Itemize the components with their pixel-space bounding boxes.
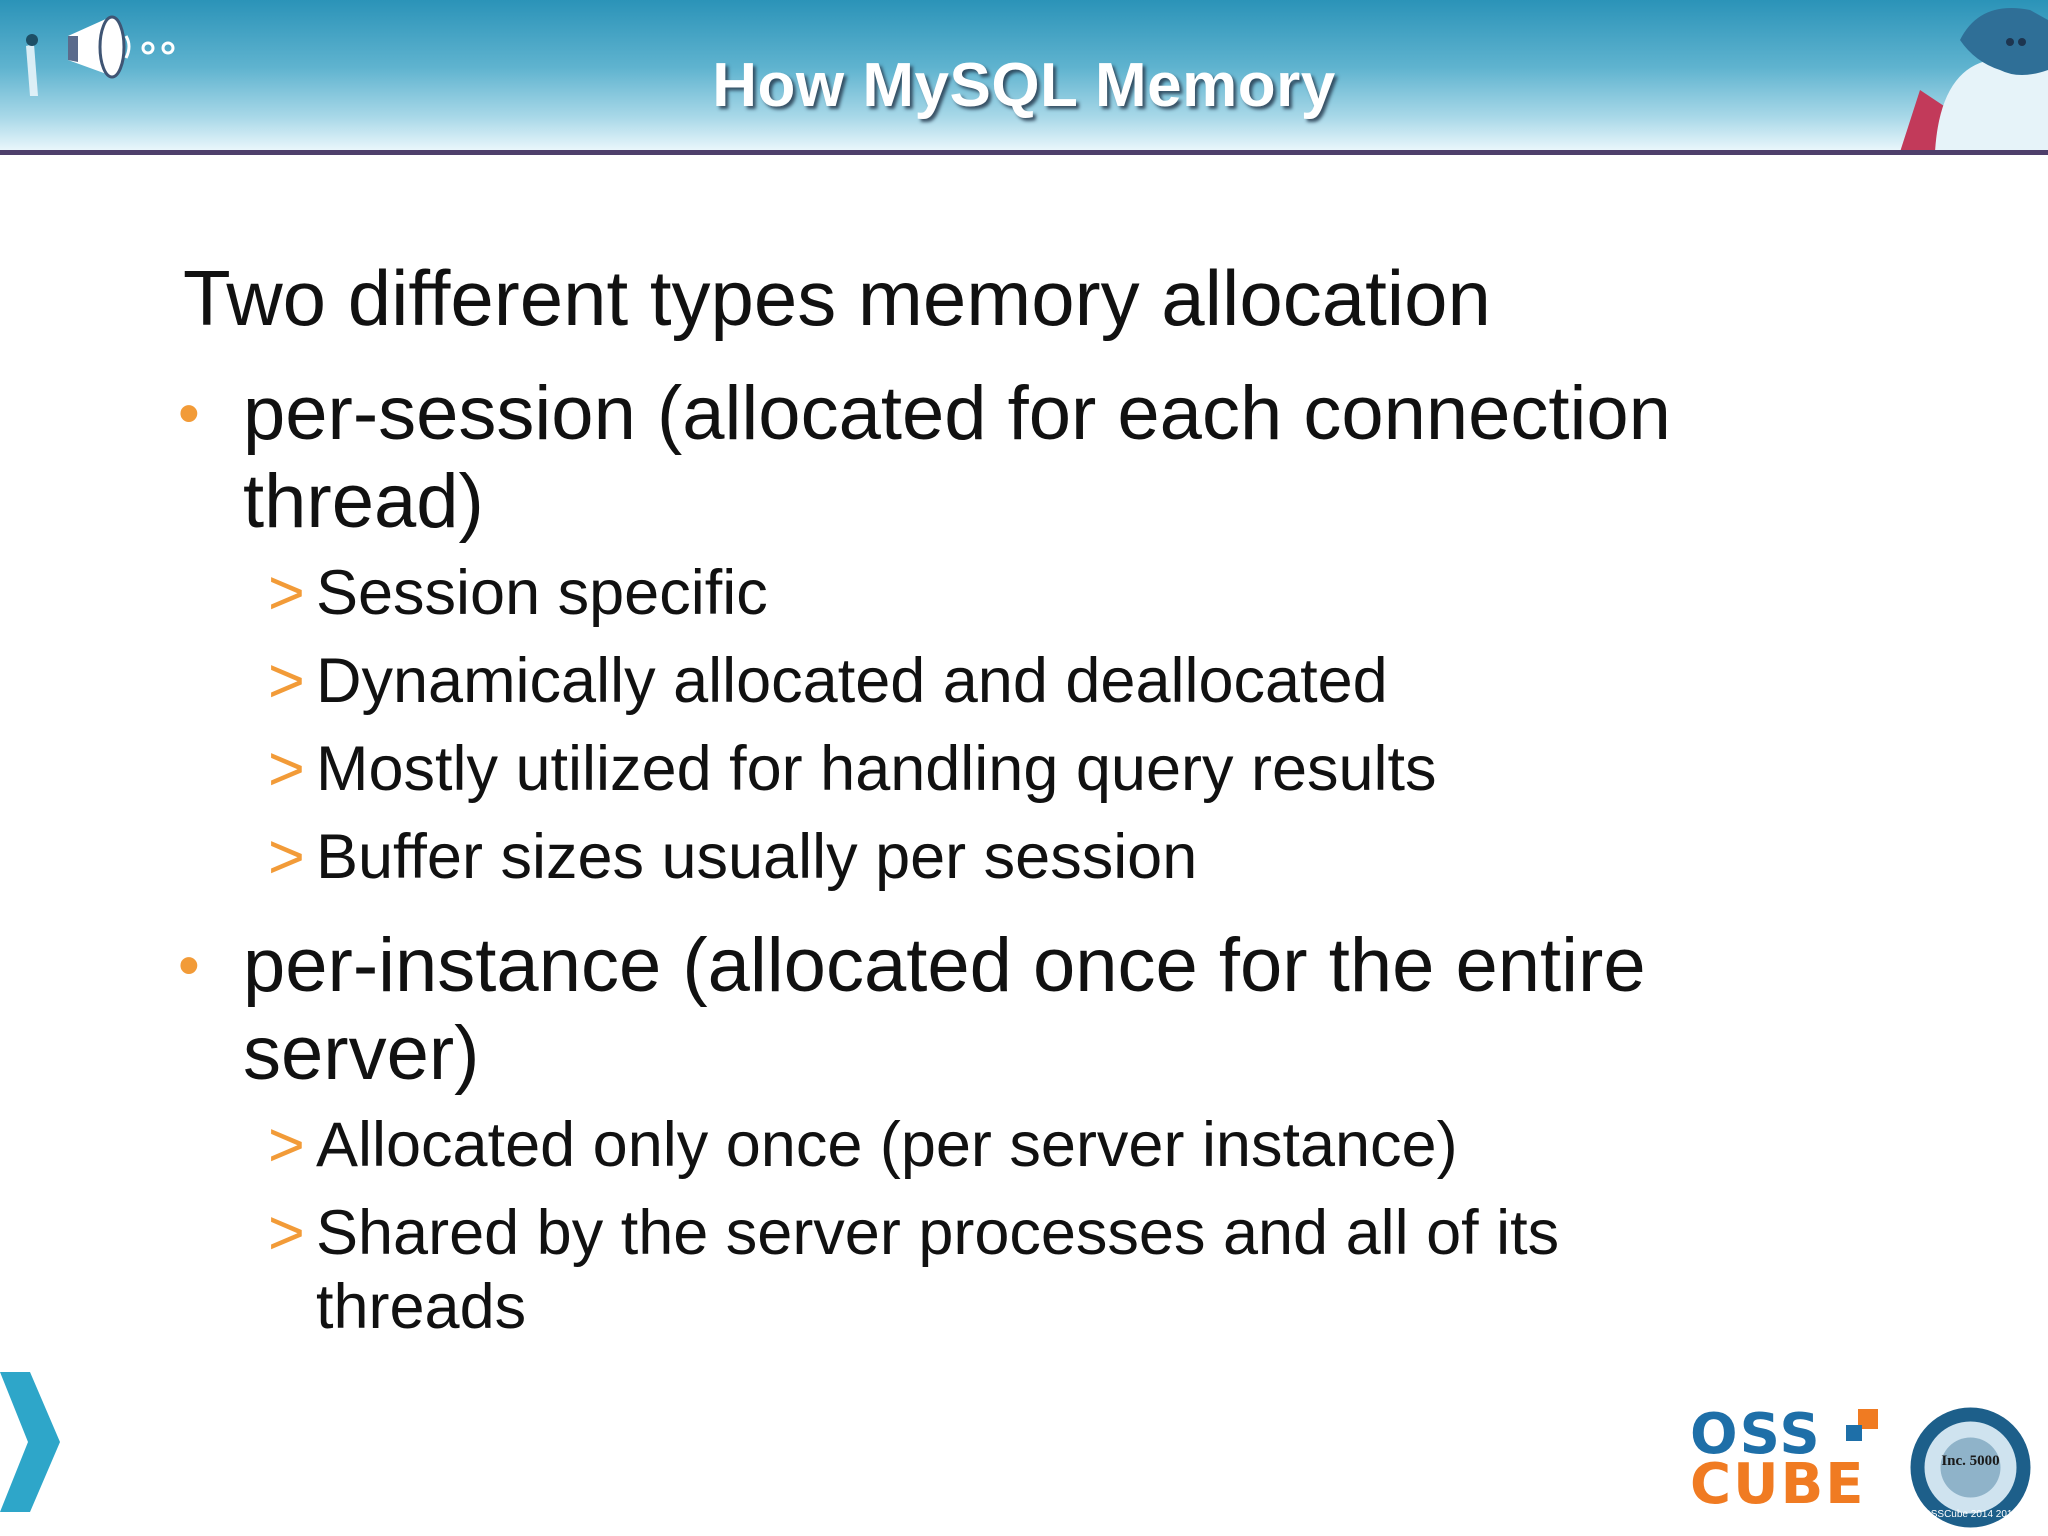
sub-item: > Shared by the server processes and all… [268,1196,1766,1344]
chevron-right-icon [0,1372,60,1512]
sub-item-text: Session specific [316,558,768,628]
sub-arrow: > [268,734,305,804]
person-silhouette-icon [1900,8,2048,150]
sub-item-text: Buffer sizes usually per session [316,822,1198,892]
bullet-dot: • [178,931,200,1000]
award-seal: Inc. 5000 OSSCube 2014 2015 [1908,1405,2033,1530]
sub-item-text: Mostly utilized for handling query resul… [316,734,1437,804]
bullet-per-instance: • per-instance (allocated once for the e… [178,922,1843,1098]
bullet-per-session: • per-session (allocated for each connec… [178,370,1843,546]
sub-item-text: Dynamically allocated and deallocated [316,646,1388,716]
header-divider [0,150,2048,155]
sub-item: > Session specific [268,556,1766,630]
osscube-logo: OSS CUBE [1690,1405,1900,1515]
sub-item: > Dynamically allocated and deallocated [268,644,1766,718]
sub-item: > Allocated only once (per server instan… [268,1108,1766,1182]
sub-item: > Mostly utilized for handling query res… [268,732,1766,806]
sub-arrow: > [268,1110,305,1180]
sub-item-text: Shared by the server processes and all o… [316,1198,1560,1342]
bullet-text: per-instance (allocated once for the ent… [243,923,1646,1096]
sub-item: > Buffer sizes usually per session [268,820,1766,894]
bullet-text: per-session (allocated for each connecti… [243,371,1671,544]
bullet-dot: • [178,379,200,448]
slide-title: How MySQL Memory [712,51,1336,120]
sub-arrow: > [268,822,305,892]
sub-arrow: > [268,558,305,628]
seal-icon [1910,1407,2031,1528]
header-bar: How MySQL Memory [0,0,2048,150]
sub-item-text: Allocated only once (per server instance… [316,1110,1458,1180]
seal-label: Inc. 5000 [1941,1453,2000,1469]
seal-ring-text: OSSCube 2014 2015 [1922,1509,2019,1520]
sub-arrow: > [268,1198,305,1268]
logo-line-1: OSS [1690,1402,1822,1467]
megaphone-icon [26,15,175,96]
sub-arrow: > [268,646,305,716]
cube-mark-icon [1846,1409,1878,1441]
intro-text: Two different types memory allocation [183,254,1491,342]
logo-line-2: CUBE [1690,1452,1866,1517]
